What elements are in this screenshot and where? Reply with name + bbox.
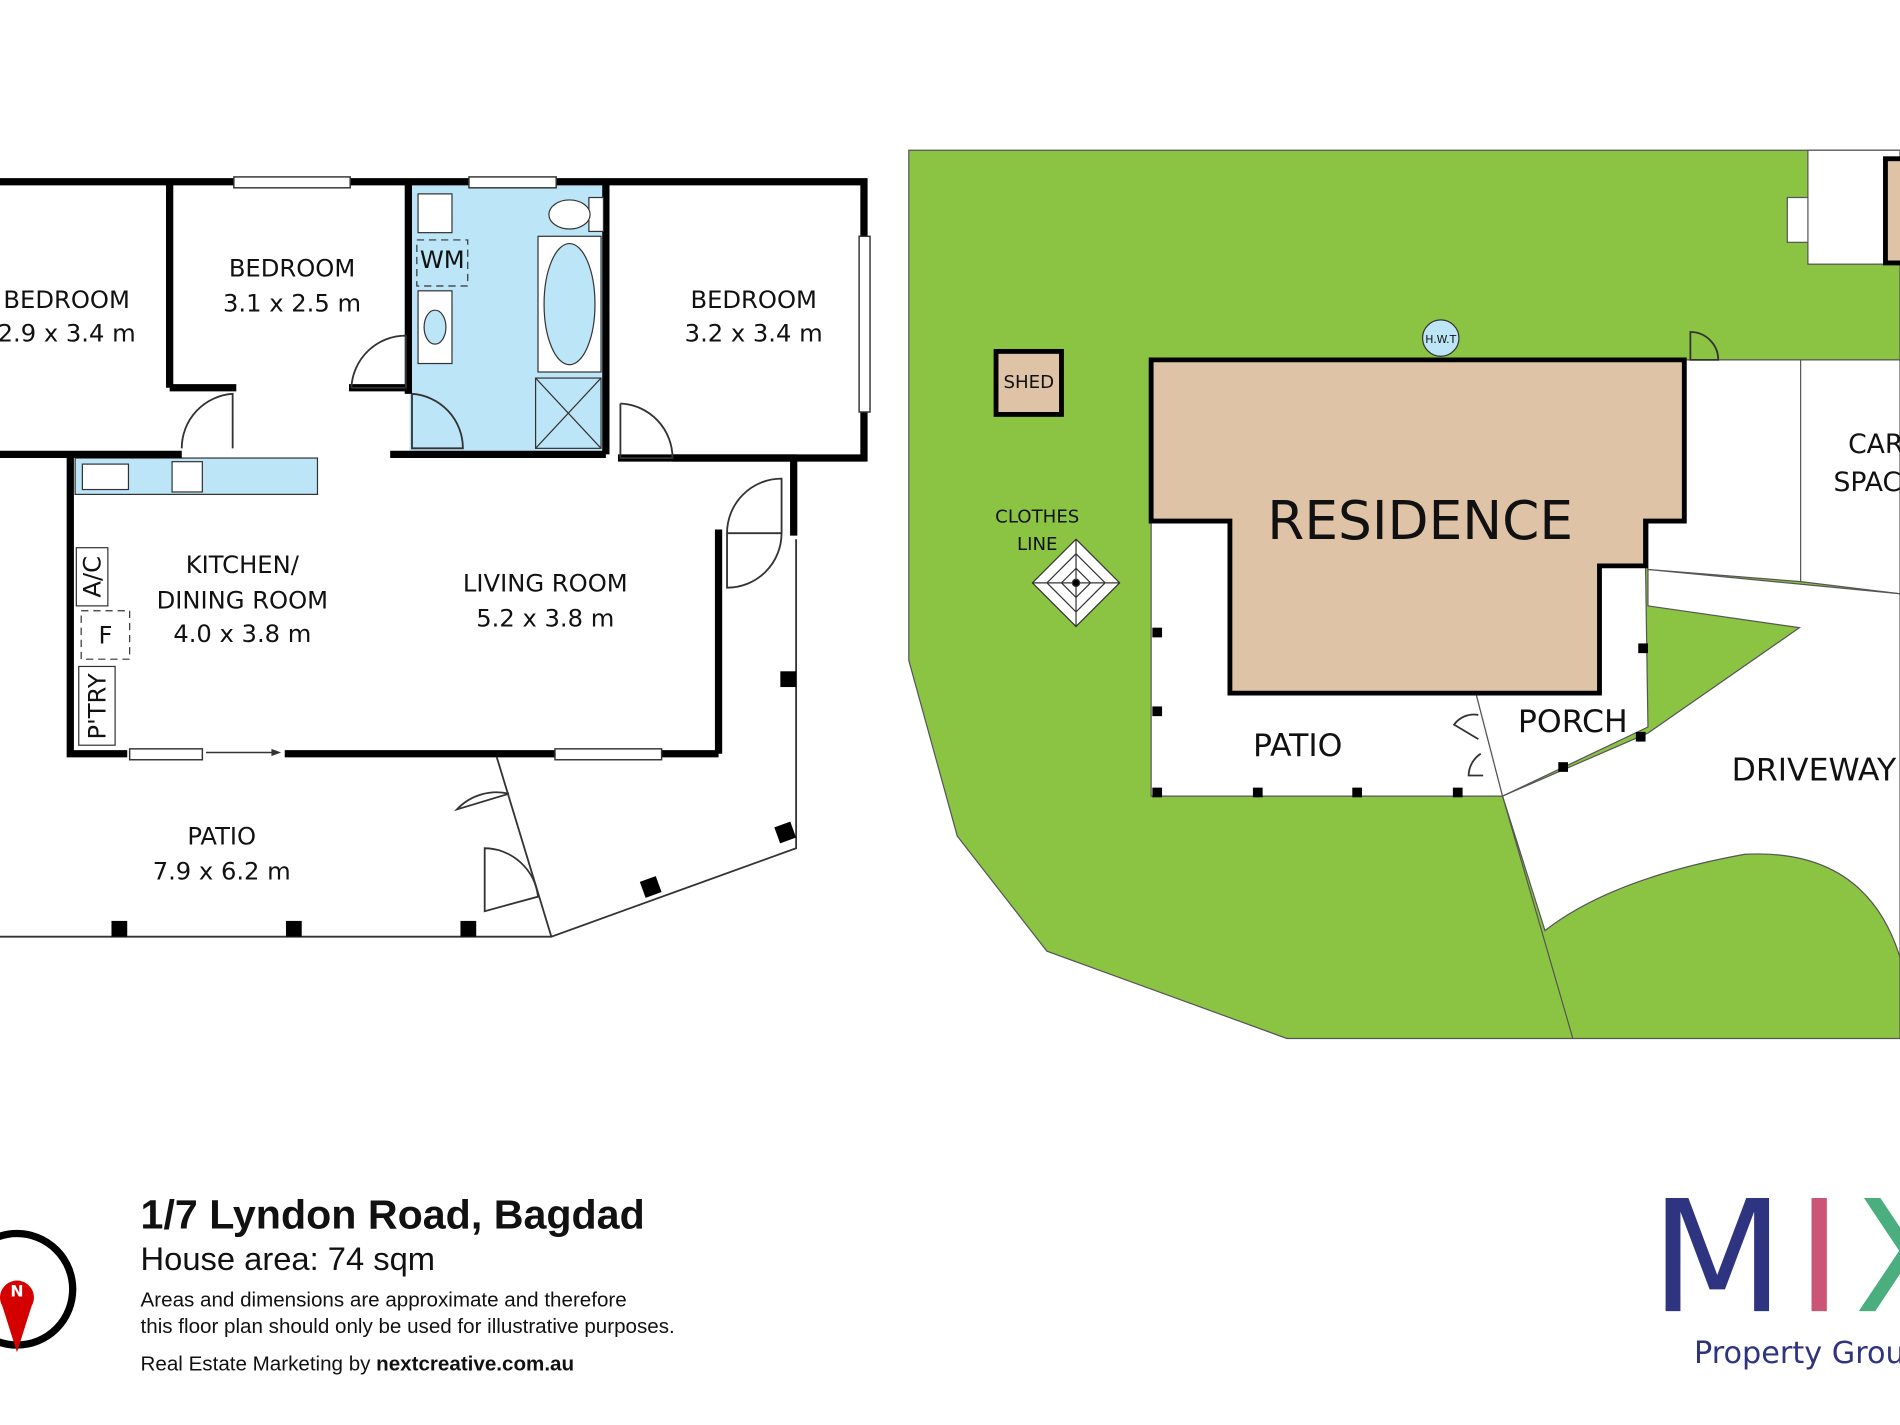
- patio-divider: [495, 757, 553, 937]
- car-space-label: CAR: [1848, 429, 1900, 460]
- residence: [1148, 357, 1687, 696]
- patio-outline: [0, 539, 798, 938]
- site-posts: [1152, 627, 1648, 798]
- residence-label: RESIDENCE: [1267, 490, 1573, 552]
- room-size: 3.2 x 3.4 m: [685, 320, 823, 348]
- door-swing: [726, 477, 783, 589]
- room-name: BEDROOM: [229, 254, 355, 282]
- window: [468, 176, 557, 189]
- logo-letter: X: [1854, 1167, 1900, 1348]
- room-size: 7.9 x 6.2 m: [153, 858, 291, 886]
- room-size: 2.9 x 3.4 m: [0, 320, 136, 348]
- door-swing: [180, 392, 234, 449]
- fridge-label: F: [98, 621, 112, 649]
- door-swing: [411, 392, 464, 450]
- room-name: BEDROOM: [690, 286, 816, 314]
- patio-label: PATIO: [1253, 728, 1342, 764]
- address: 1/7 Lyndon Road, Bagdad: [141, 1192, 645, 1238]
- logo-tagline: Property Group: [1694, 1336, 1900, 1371]
- car-space-label: SPACE: [1834, 467, 1900, 498]
- door-swing: [350, 334, 407, 389]
- clothes-line-icon: [1031, 538, 1121, 628]
- hwt-label: H.W.T: [1425, 333, 1456, 346]
- sink-icon: [81, 463, 130, 491]
- wall: [66, 454, 128, 758]
- logo-letter: M: [1650, 1167, 1796, 1348]
- room-size: 4.0 x 3.8 m: [173, 620, 311, 648]
- room-name: KITCHEN/: [186, 551, 300, 579]
- disclaimer: this floor plan should only be used for …: [141, 1315, 675, 1338]
- clothes-line-label: CLOTHES: [995, 506, 1079, 527]
- window: [858, 235, 871, 413]
- fridge-box: [80, 610, 131, 660]
- window: [233, 176, 351, 189]
- wm-label: WM: [420, 246, 465, 274]
- credit-link[interactable]: nextcreative.com.au: [376, 1352, 574, 1375]
- logo-word: MIX: [1650, 1167, 1900, 1348]
- clothes-line-label: LINE: [1017, 534, 1058, 555]
- credit: Real Estate Marketing by nextcreative.co…: [141, 1352, 575, 1375]
- porch-label: PORCH: [1518, 704, 1628, 740]
- room-name: LIVING ROOM: [463, 569, 628, 597]
- room-name: PATIO: [187, 823, 256, 851]
- patio-posts: [111, 671, 797, 937]
- room-name: BEDROOM: [3, 286, 129, 314]
- north-pin-icon: [0, 1280, 34, 1353]
- site-plan: SHED CLOTHES LINE H.W.T RESIDENCE PATIO …: [908, 149, 1900, 1040]
- door-swing: [619, 402, 674, 459]
- house-area: House area: 74 sqm: [141, 1240, 436, 1277]
- shed-label: SHED: [1003, 372, 1054, 393]
- room-size: 5.2 x 3.8 m: [476, 604, 614, 632]
- pantry-box: [78, 665, 116, 746]
- room-size: 3.1 x 2.5 m: [223, 289, 361, 317]
- disclaimer: Areas and dimensions are approximate and…: [141, 1288, 627, 1311]
- neighbour-residence: [1883, 156, 1900, 266]
- laundry-tub-icon: [417, 193, 453, 234]
- window: [554, 748, 663, 761]
- shed: [993, 348, 1064, 417]
- driveway-label: DRIVEWAY: [1732, 752, 1897, 788]
- ac-label: A/C: [79, 556, 107, 598]
- wm-box: [416, 239, 469, 287]
- logo-letter: I: [1796, 1167, 1854, 1348]
- hwt-icon: [1421, 319, 1460, 357]
- mix-logo: MIX Property Group: [1650, 1167, 1900, 1371]
- floor-plan: WM A/C F P'TRY BEDROOM 2.9 x 3.4 m BEDRO…: [0, 176, 871, 938]
- cooktop-icon: [171, 461, 203, 493]
- footer: N 1/7 Lyndon Road, Bagdad House area: 74…: [0, 1192, 675, 1375]
- compass-label: N: [10, 1282, 23, 1301]
- ac-box: [75, 547, 109, 607]
- room-name: DINING ROOM: [157, 586, 328, 614]
- toilet-icon: [588, 196, 605, 233]
- door-swing: [453, 791, 540, 913]
- window: [128, 748, 204, 761]
- pantry-label: P'TRY: [83, 673, 111, 739]
